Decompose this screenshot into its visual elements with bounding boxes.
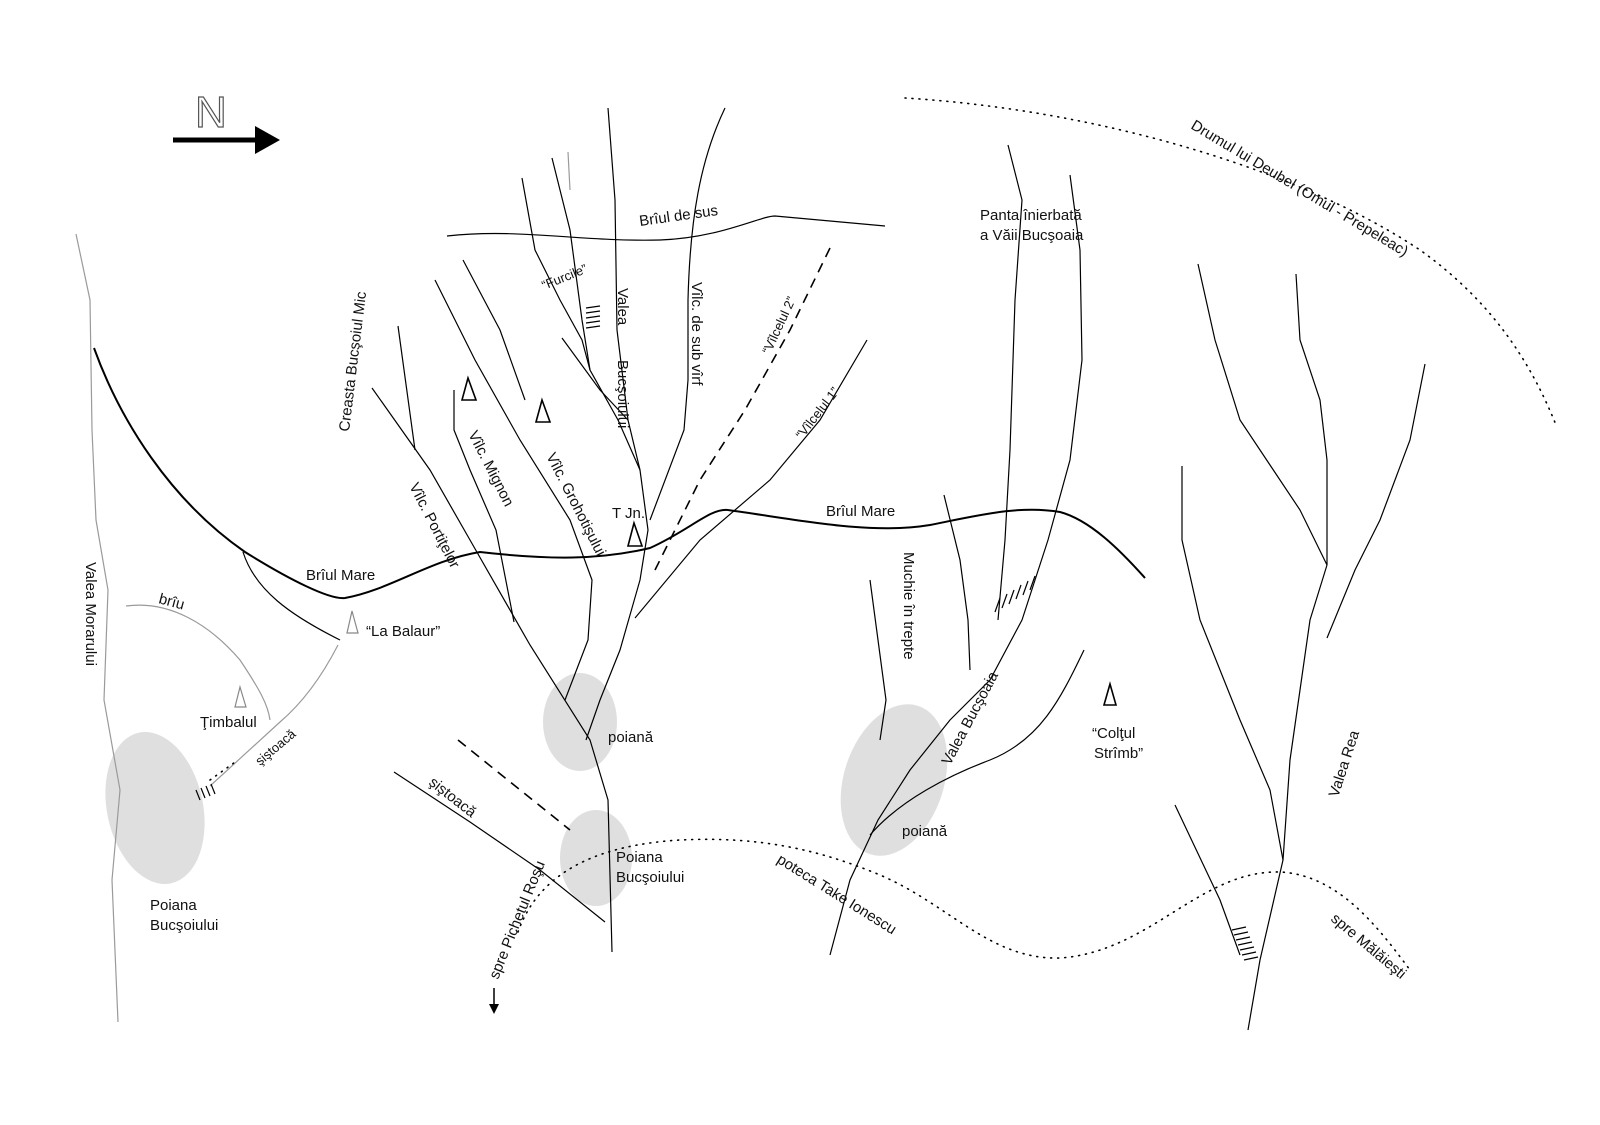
label-brul-mare-west: Brîul Mare: [306, 567, 375, 584]
clearing-poiana-right: [840, 704, 948, 856]
label-t-jn: T Jn.: [612, 505, 645, 522]
label-vilcelul-1: “Vîlcelul 1”: [793, 384, 843, 442]
couloir-vilcelul-1: [634, 339, 868, 619]
furcile-b: [551, 157, 641, 471]
couloir-panta-b: [829, 174, 1083, 956]
couloir-grohotisului-a: [434, 279, 593, 701]
label-brul-mare-east: Brîul Mare: [826, 503, 895, 520]
label-valea-bucsoiului-1: Valea: [614, 288, 631, 326]
label-valea-bucsoiului-2: Bucşoiului: [614, 360, 631, 428]
cave-icon: [1102, 681, 1118, 706]
label-briu: brîu: [157, 590, 186, 613]
cave-icon: [346, 610, 359, 634]
couloir-grohotisului-b: [462, 259, 526, 401]
label-vilc-sub-virf: Vîlc. de sub vîrf: [688, 282, 705, 386]
label-furcile: “Furcile”: [540, 261, 590, 293]
valea-rea-upper-c: [1326, 363, 1426, 639]
hatch-valea-rea: [1231, 926, 1259, 961]
label-timbalul: Ţimbalul: [200, 714, 257, 731]
valea-rea-branch: [1174, 804, 1241, 956]
stream-valea-morarului: [75, 233, 121, 1023]
hatch-furcile: [585, 305, 601, 329]
label-vilc-grohotisului: Vîlc. Grohotişului: [542, 450, 609, 559]
label-panta-2: a Văii Bucşoaia: [980, 227, 1084, 244]
label-muchie: Muchie în trepte: [900, 552, 917, 660]
furcile-c: [561, 337, 629, 421]
valea-rea-upper-a: [1197, 263, 1328, 566]
compass-letter: N: [195, 88, 227, 137]
clearing-poiana-mid: [543, 673, 617, 771]
trail-sistoaca-left: [209, 644, 339, 787]
ledge-la-balaur: [242, 551, 341, 641]
label-poiana-right: poiană: [902, 823, 948, 840]
label-panta-1: Panta înierbată: [980, 207, 1082, 224]
label-spre-malaiesti: spre Mălăieşti: [1327, 910, 1409, 983]
trail-sistoaca-mid: [393, 771, 606, 923]
road-drumul-lui-deubel: [904, 97, 1557, 426]
hatch-poiana-left: [195, 759, 239, 801]
furcile-gray: [567, 151, 571, 191]
ridge-brul-mare-east: [727, 508, 1146, 579]
cave-icon: [626, 520, 644, 547]
label-poiana-mid: poiană: [608, 729, 654, 746]
couloir-vilcelul-2: [654, 247, 831, 571]
ridge-brul-mare-west: [93, 347, 729, 600]
label-brul-de-sus: Brîul de sus: [638, 202, 719, 230]
cave-icon: [234, 684, 247, 708]
valea-bucsoiului-main: [585, 107, 649, 741]
clearing-poiana-bucsoiului-mid: [560, 810, 632, 906]
label-poiana-left-2: Bucşoiului: [150, 917, 218, 934]
clearing-poiana-bucsoiului-left: [105, 732, 205, 884]
label-vilc-portitelor: Vîlc. Portiţelor: [405, 480, 463, 571]
hatch-bucsoaia: [994, 575, 1036, 613]
couloir-panta-a: [997, 144, 1023, 621]
valea-rea-upper-b: [1295, 273, 1328, 565]
label-poiana-bucs-mid-1: Poiana: [616, 849, 663, 866]
furcile-a: [521, 177, 591, 371]
couloir-muchie-a: [943, 494, 971, 671]
trail-dashed-lower: [457, 739, 571, 831]
couloir-mignon: [453, 390, 515, 623]
ledge-brul-de-sus: [446, 215, 886, 241]
label-poiana-bucs-mid-2: Bucşoiului: [616, 869, 684, 886]
cave-icon: [534, 397, 552, 423]
valea-rea-main: [1247, 564, 1328, 1031]
arrow-down-icon: [489, 988, 499, 1014]
label-valea-bucsoaia: Valea Bucşoaia: [939, 668, 1003, 768]
north-arrow-icon: N: [173, 87, 280, 154]
label-la-balaur: “La Balaur”: [366, 623, 440, 640]
trail-briu: [125, 604, 271, 721]
valea-rea-west: [1181, 466, 1284, 861]
label-spre-pichetul: spre Pichetul Roşu: [486, 858, 549, 981]
couloir-crest-branch: [397, 325, 416, 451]
couloir-muchie-b: [869, 579, 887, 741]
label-coltul-2: Strîmb”: [1094, 745, 1143, 762]
label-poteca: poteca Take Ionescu: [774, 851, 899, 938]
label-valea-morarului: Valea Morarului: [82, 562, 99, 666]
label-creasta: Creasta Bucşoiul Mic: [336, 290, 370, 432]
valea-bucsoaia-branch: [869, 649, 1085, 836]
couloir-portitelor: [371, 387, 613, 953]
label-vilc-mignon: Vîlc. Mignon: [464, 428, 517, 509]
label-poiana-left-1: Poiana: [150, 897, 197, 914]
label-sistoaca-left: şiştoacă: [252, 726, 299, 769]
couloir-sub-virf: [649, 107, 726, 521]
label-valea-rea: Valea Rea: [1326, 728, 1364, 799]
label-drumul-deubel: Drumul lui Deubel (Omul - Prepeleac): [1188, 117, 1411, 260]
label-coltul-1: “Colţul: [1092, 725, 1135, 742]
cave-icon: [460, 375, 478, 401]
